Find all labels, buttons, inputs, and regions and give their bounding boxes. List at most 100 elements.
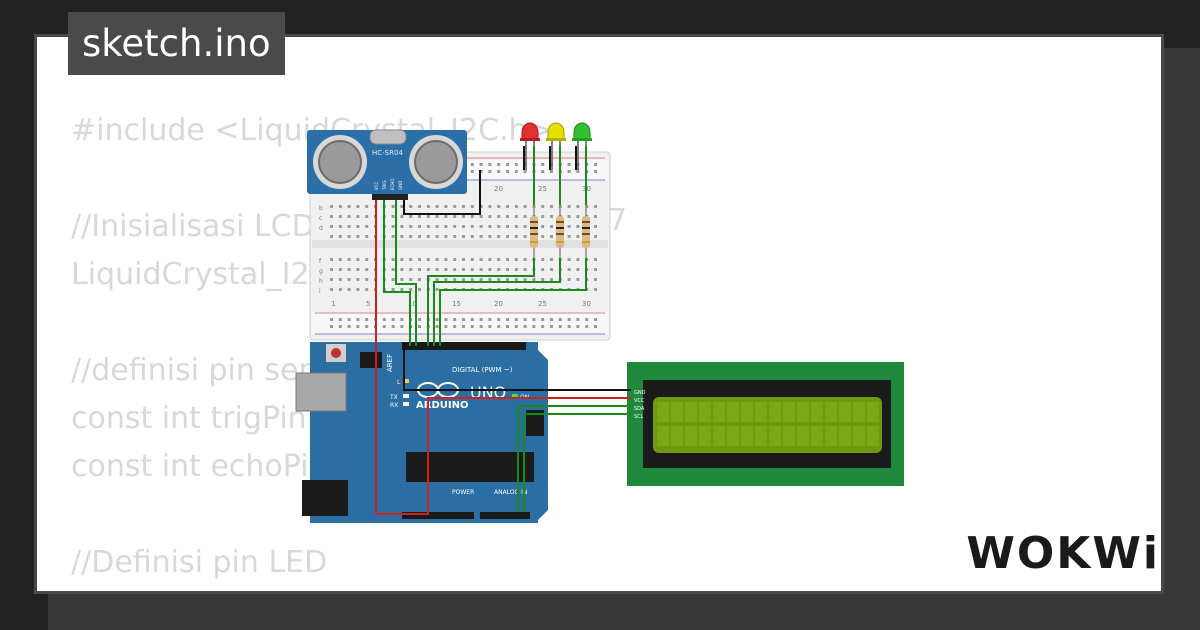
breadboard-hole xyxy=(365,225,369,228)
led-green[interactable] xyxy=(572,122,592,170)
sensor-pin-label: VCC xyxy=(374,181,379,190)
breadboard-hole xyxy=(497,325,501,328)
breadboard-hole xyxy=(330,325,333,328)
lcd-pin-label: SDA xyxy=(634,406,645,412)
breadboard-hole xyxy=(479,278,483,281)
code-preview: #include <LiquidCrystal_I2C.h> //Inisial… xyxy=(71,107,553,587)
breadboard-hole xyxy=(338,235,342,238)
breadboard-hole xyxy=(479,235,483,238)
breadboard-hole xyxy=(453,205,457,208)
resistor[interactable] xyxy=(530,205,538,258)
lcd-cell xyxy=(797,402,809,422)
breadboard-hole xyxy=(338,268,342,271)
breadboard-hole xyxy=(488,278,492,281)
breadboard-hole xyxy=(532,318,536,321)
breadboard-hole xyxy=(523,268,527,271)
breadboard-hole xyxy=(347,325,351,328)
breadboard-hole xyxy=(338,205,342,208)
breadboard-hole xyxy=(470,235,474,238)
lcd-display[interactable]: GND VCC SDA SCL xyxy=(627,362,904,486)
breadboard-hole xyxy=(576,205,580,208)
breadboard-hole xyxy=(541,258,545,261)
breadboard-hole xyxy=(426,225,430,228)
power-label: POWER xyxy=(452,489,474,496)
breadboard-hole xyxy=(523,170,527,173)
resistor[interactable] xyxy=(582,205,590,258)
breadboard-hole xyxy=(506,258,509,261)
breadboard-hole xyxy=(391,325,395,328)
arduino-uno[interactable]: AREF DIGITAL (PWM ~) ARDUINO UNO L TX RX… xyxy=(295,342,548,523)
lcd-cell xyxy=(671,402,683,422)
breadboard-hole xyxy=(594,215,597,218)
breadboard-hole xyxy=(514,278,518,281)
breadboard-hole xyxy=(426,268,430,271)
breadboard-hole xyxy=(462,278,465,281)
breadboard-hole xyxy=(453,278,457,281)
breadboard-hole xyxy=(576,235,580,238)
breadboard-hole xyxy=(567,235,571,238)
breadboard-hole xyxy=(479,268,483,271)
breadboard-hole xyxy=(470,268,474,271)
breadboard-hole xyxy=(479,258,483,261)
breadboard-hole xyxy=(356,288,360,291)
lcd-cell xyxy=(713,402,725,422)
breadboard-hole xyxy=(409,235,413,238)
breadboard-hole xyxy=(506,163,509,166)
breadboard-hole xyxy=(426,215,430,218)
breadboard-hole xyxy=(541,325,545,328)
bb-col-number: 10 xyxy=(408,300,417,308)
breadboard-hole xyxy=(567,278,571,281)
breadboard-hole xyxy=(382,318,386,321)
breadboard-hole xyxy=(470,205,474,208)
breadboard-hole xyxy=(435,288,439,291)
analog-header xyxy=(480,512,530,519)
ultrasonic-sensor[interactable]: HC-SR04 VCC TRIG ECHO GND xyxy=(307,129,467,200)
breadboard-hole xyxy=(338,258,342,261)
breadboard-hole xyxy=(462,225,465,228)
breadboard-hole xyxy=(567,268,571,271)
breadboard-hole xyxy=(497,170,501,173)
breadboard-hole xyxy=(576,318,580,321)
breadboard-hole xyxy=(576,268,580,271)
resistor[interactable] xyxy=(556,205,564,258)
bb-col-number: 20 xyxy=(494,185,503,193)
breadboard-hole xyxy=(462,325,465,328)
breadboard-hole xyxy=(576,278,580,281)
breadboard-hole xyxy=(506,205,509,208)
breadboard-hole xyxy=(506,215,509,218)
bb-row-letter: i xyxy=(319,288,321,295)
breadboard-hole xyxy=(567,325,571,328)
breadboard-hole xyxy=(435,215,439,218)
breadboard-hole xyxy=(444,268,448,271)
breadboard-hole xyxy=(444,325,448,328)
breadboard-hole xyxy=(576,258,580,261)
lcd-cell xyxy=(741,402,753,422)
breadboard-hole xyxy=(514,235,518,238)
led-yellow[interactable] xyxy=(546,122,566,170)
bb-row-letter: b xyxy=(319,205,323,212)
breadboard-hole xyxy=(479,205,483,208)
bb-col-number: 20 xyxy=(494,300,503,308)
breadboard-hole xyxy=(391,268,395,271)
breadboard-hole xyxy=(479,318,483,321)
breadboard-hole xyxy=(462,268,465,271)
breadboard-hole xyxy=(506,325,509,328)
bb-col-number: 1 xyxy=(331,300,335,308)
sensor-label: HC-SR04 xyxy=(372,149,403,157)
breadboard-hole xyxy=(541,170,545,173)
l-led-label: L xyxy=(397,379,401,386)
sensor-pin-label: GND xyxy=(398,181,403,190)
breadboard-hole xyxy=(514,318,518,321)
breadboard-hole xyxy=(479,215,483,218)
breadboard-hole xyxy=(497,215,501,218)
breadboard-hole xyxy=(488,235,492,238)
breadboard-hole xyxy=(550,225,553,228)
breadboard-hole xyxy=(435,325,439,328)
breadboard-hole xyxy=(567,170,571,173)
breadboard-hole xyxy=(462,215,465,218)
breadboard-hole xyxy=(462,318,465,321)
breadboard-hole xyxy=(338,325,342,328)
breadboard-hole xyxy=(488,205,492,208)
breadboard-hole xyxy=(356,268,360,271)
sensor-pin-label: TRIG xyxy=(382,180,387,191)
